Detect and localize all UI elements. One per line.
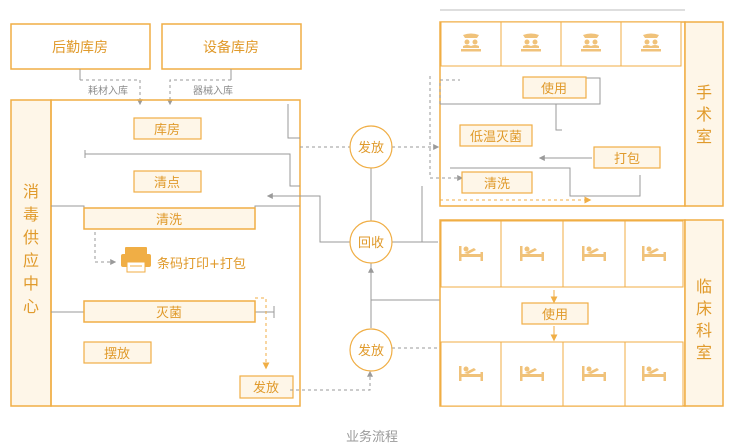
- dispatch-label: 发放: [253, 380, 279, 396]
- cleaning-label: 清洗: [156, 213, 182, 228]
- logistics-storeroom-label: 后勤库房: [52, 40, 108, 56]
- or-cleaning-step: [461, 171, 533, 194]
- sterilize-flow-line: [51, 306, 275, 318]
- placement-label: 摆放: [104, 347, 130, 362]
- surgery-tile: [560, 21, 622, 67]
- clinical-dept-title-char: 室: [696, 343, 712, 362]
- printer-icon: [121, 247, 151, 273]
- low-temp-sterilize-step: [459, 124, 533, 147]
- clinic-use-label: 使用: [542, 307, 568, 323]
- inventory-label: 清点: [154, 176, 180, 191]
- placement-step: [83, 341, 152, 364]
- sterilize-to-dispatch-arrow: [255, 297, 270, 370]
- equipment-storeroom-label: 设备库房: [203, 39, 259, 56]
- dispatch-to-or-cleaning-arrow: [429, 76, 464, 181]
- cleaning-to-barcode-arrow: [94, 232, 117, 265]
- recycle-circle-label: 回收: [358, 236, 384, 251]
- barcode-pack-label: 条码打印+打包: [157, 256, 246, 272]
- dispatch-circle-bottom-label: 发放: [358, 343, 384, 359]
- pack-step: [593, 146, 661, 169]
- dispatch-circle-top: [349, 125, 393, 169]
- supply-center-title-char: 毒: [23, 205, 39, 224]
- supply-center-box: [50, 99, 301, 407]
- dispatch-circle-top-label: 发放: [358, 140, 384, 156]
- or-cleaning-label: 清洗: [484, 177, 510, 192]
- or-left-dashed: [439, 79, 460, 104]
- clinical-dept-title: 临 床 科 室: [696, 277, 712, 362]
- bed-tiles-bottom: [440, 341, 684, 407]
- or-cleaning-line: [450, 167, 641, 197]
- operating-room-title: 手 术 室: [696, 83, 712, 146]
- consumables-inbound-arrow: [80, 79, 143, 106]
- surgery-tile: [620, 21, 682, 67]
- low-temp-sterilize-label: 低温灭菌: [470, 130, 522, 145]
- recycle-circle: [349, 220, 393, 264]
- operating-room-title-char: 室: [696, 127, 712, 146]
- bed-tiles-top: [440, 220, 684, 288]
- pack-label: 打包: [614, 152, 640, 167]
- surgery-tile: [500, 21, 562, 67]
- or-use-line: [440, 77, 601, 105]
- surgery-tile: [440, 21, 502, 67]
- clinical-dept-title-char: 临: [696, 277, 712, 296]
- supply-center-title-char: 应: [23, 251, 39, 270]
- operating-room-title-panel: [684, 21, 724, 207]
- clinical-dept-title-char: 床: [696, 299, 712, 318]
- sterilize-step: [83, 300, 256, 323]
- dispatch-circle-bottom: [349, 328, 393, 372]
- supply-center-title-char: 心: [23, 297, 39, 316]
- supply-center-title-char: 消: [23, 182, 39, 201]
- storeroom-step: [133, 117, 202, 140]
- storeroom-exit-line: [287, 104, 300, 139]
- clinical-dept-title-char: 科: [696, 321, 712, 340]
- operating-room-title-char: 术: [696, 105, 712, 124]
- clinical-dept-title-panel: [684, 219, 724, 407]
- instruments-inbound-label: 器械入库: [193, 84, 233, 97]
- bed-tile: [440, 341, 502, 407]
- dispatch-step: [239, 375, 294, 399]
- or-lowtemp-line: [555, 104, 562, 131]
- supply-center-title-panel: [10, 99, 52, 407]
- or-use-label: 使用: [541, 81, 567, 97]
- surgery-tiles: [440, 21, 682, 67]
- storeroom-label: 库房: [154, 122, 180, 138]
- sterilize-label: 灭菌: [156, 306, 182, 321]
- supply-center-title-char: 供: [23, 228, 39, 247]
- dispatch-to-bottom-circle-arrow: [290, 370, 373, 391]
- operating-room-title-char: 手: [696, 83, 712, 102]
- cleaning-step: [83, 207, 256, 230]
- recycle-to-center-arrow: [266, 193, 350, 243]
- diagram-caption: 业务流程: [346, 429, 398, 445]
- or-use-step: [522, 76, 587, 99]
- supply-center-title-char: 中: [23, 274, 39, 293]
- inventory-step: [133, 170, 202, 193]
- clinic-use-step: [521, 302, 589, 325]
- storeroom-flow-line: [84, 150, 300, 187]
- supply-center-title: 消 毒 供 应 中 心: [23, 182, 39, 316]
- consumables-inbound-label: 耗材入库: [88, 84, 128, 97]
- instruments-inbound-arrow: [167, 79, 231, 106]
